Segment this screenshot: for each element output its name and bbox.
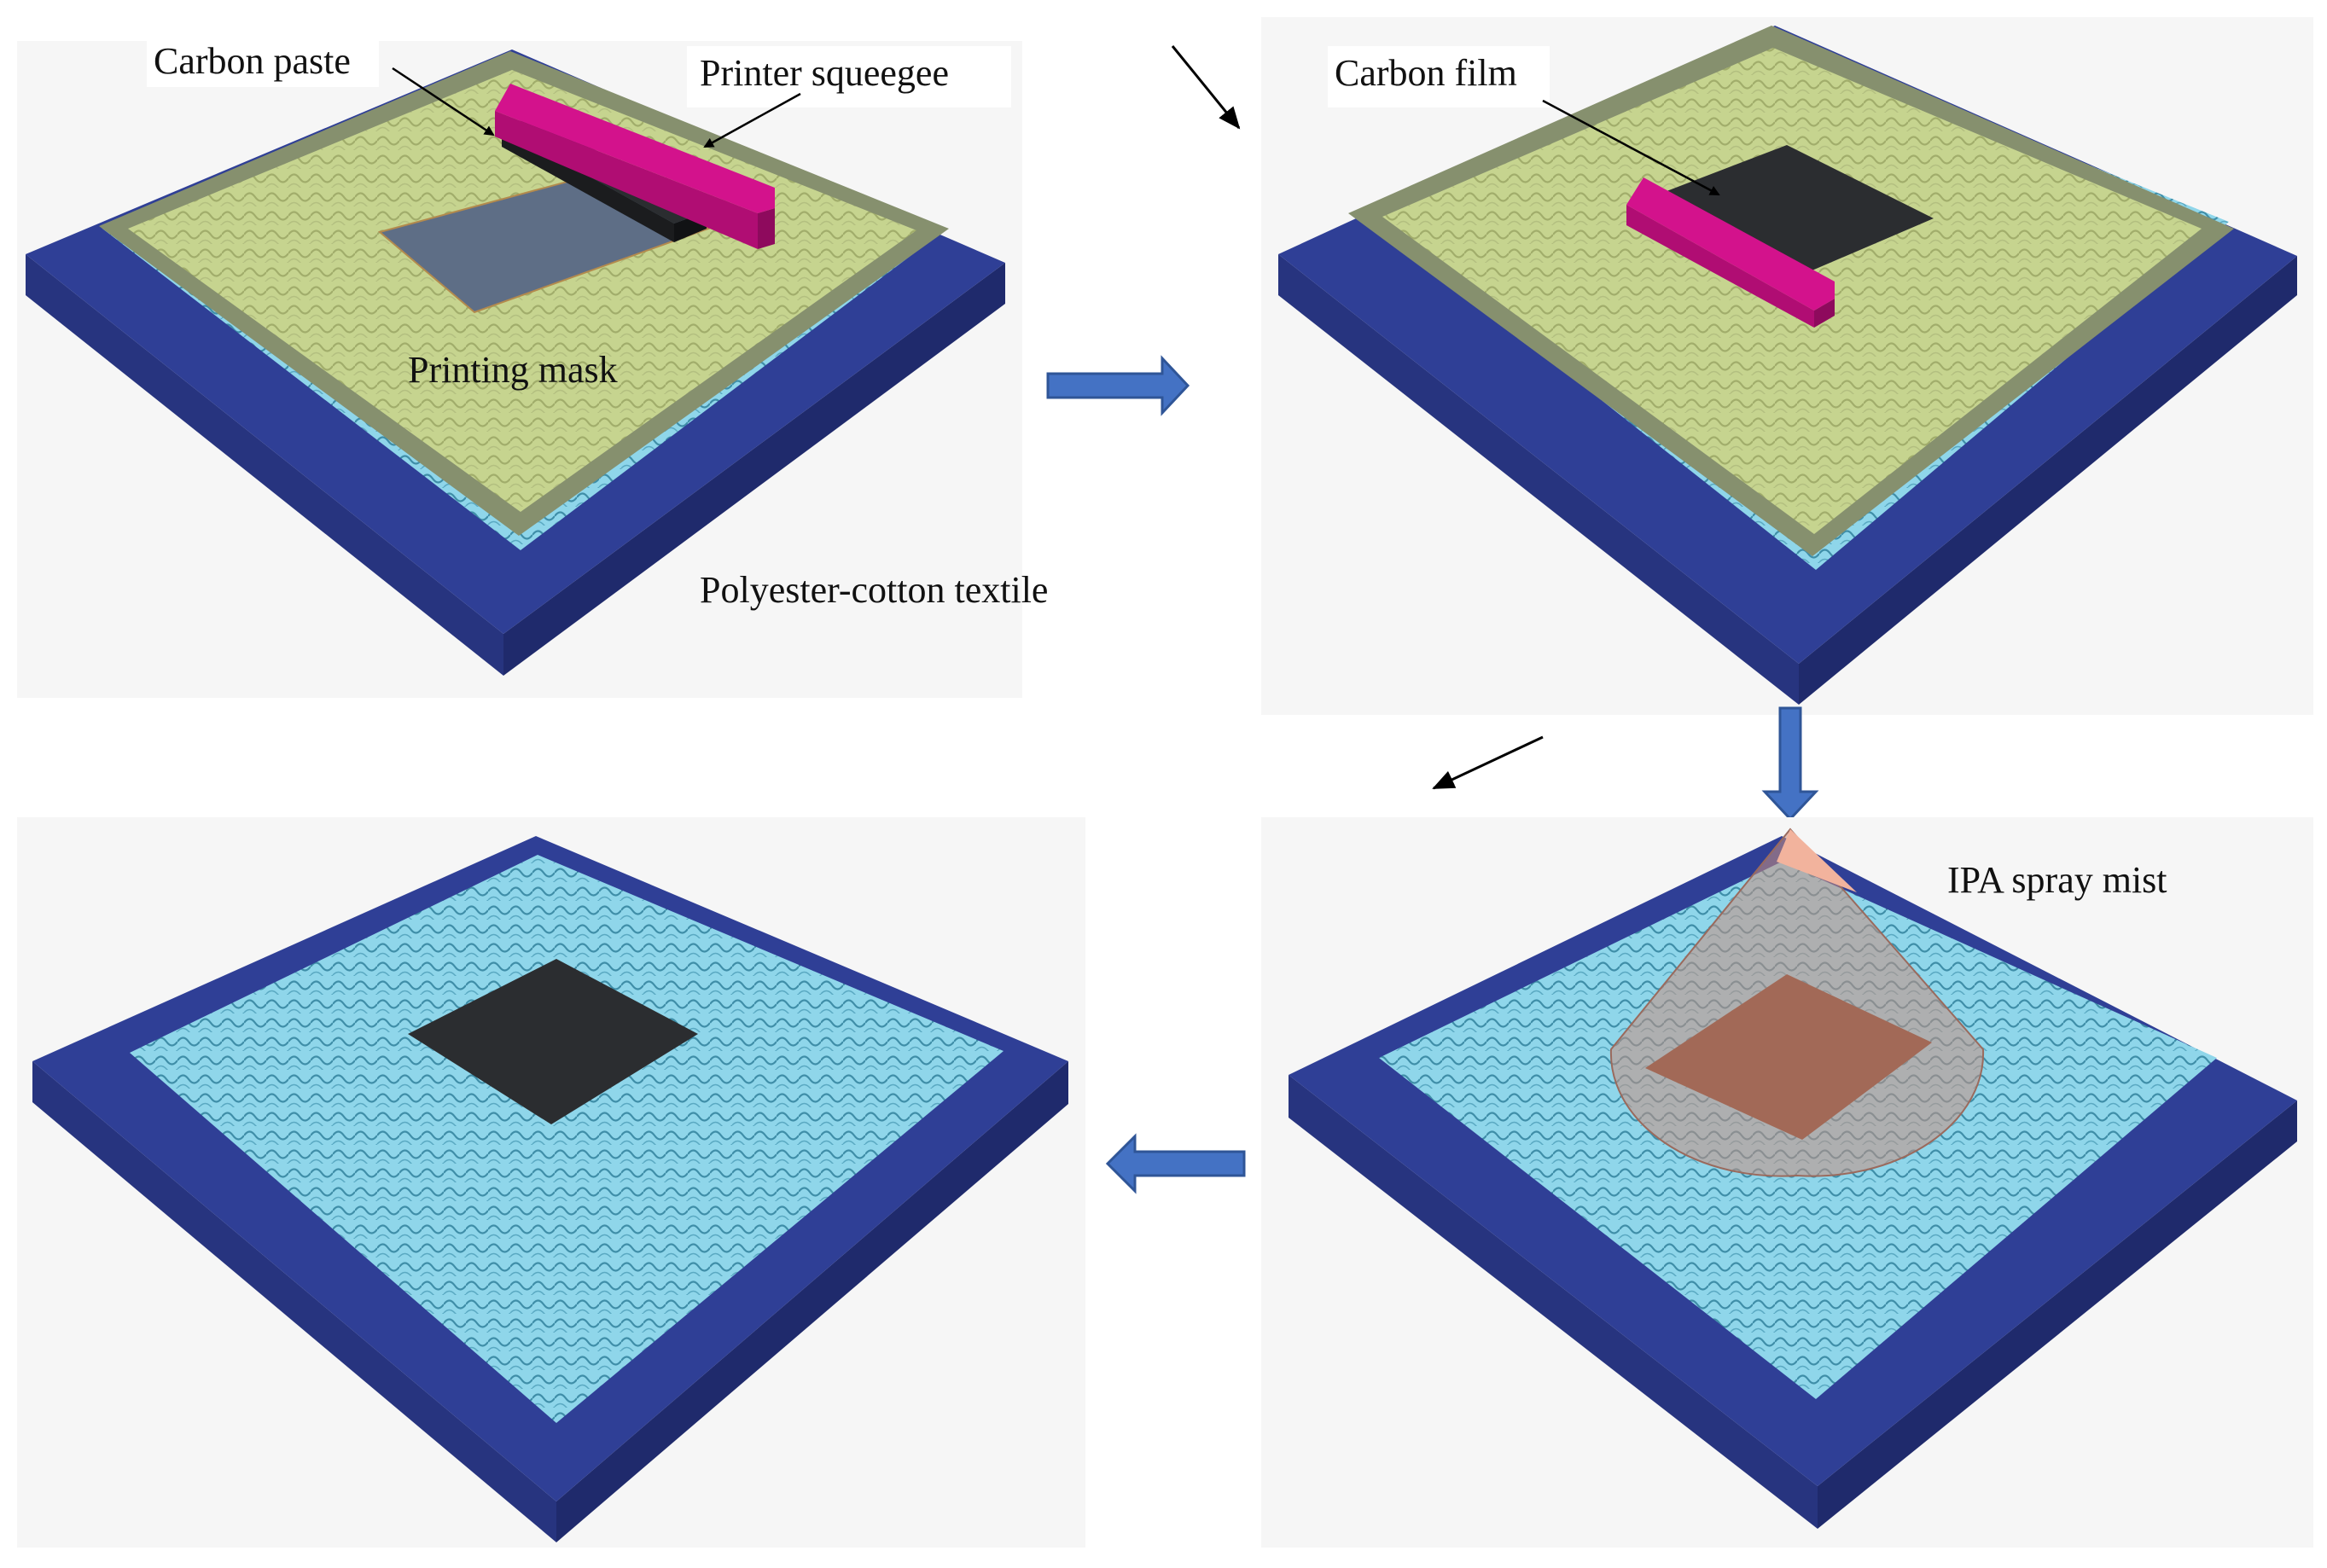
printer-squeegee — [495, 84, 775, 249]
panel-ipa-spray: IPA spray mist — [1261, 817, 2313, 1548]
label-ipa-spray-mist: IPA spray mist — [1947, 859, 2167, 901]
panel-final-electrode — [17, 817, 1085, 1548]
carbon-electrode-square — [408, 959, 698, 1124]
label-carbon-film: Carbon film — [1335, 52, 1517, 94]
label-printing-mask: Printing mask — [408, 349, 618, 391]
panel-carbon-film: Carbon film — [1261, 17, 2313, 715]
stray-pointer-middle — [1432, 735, 1544, 790]
carbon-film-square — [1640, 145, 1934, 285]
label-carbon-paste: Carbon paste — [154, 40, 351, 82]
pointer-carbon-paste — [392, 67, 495, 136]
printer-squeegee — [1626, 177, 1835, 328]
panel-printing: Carbon paste Printer squeegee Printing m… — [17, 38, 1048, 698]
ipa-spray-cone — [1609, 828, 1985, 1177]
flow-arrow-left — [1105, 1133, 1246, 1194]
flow-arrow-right — [1046, 355, 1190, 416]
textile-layer — [130, 855, 1004, 1423]
label-polyester-cotton-textile: Polyester-cotton textile — [700, 569, 1048, 611]
flow-arrow-down — [1761, 706, 1819, 822]
pointer-carbon-film — [1542, 99, 1720, 196]
stray-pointer-top — [1171, 45, 1241, 130]
pointer-squeegee — [703, 92, 801, 148]
label-printer-squeegee: Printer squeegee — [700, 52, 949, 94]
